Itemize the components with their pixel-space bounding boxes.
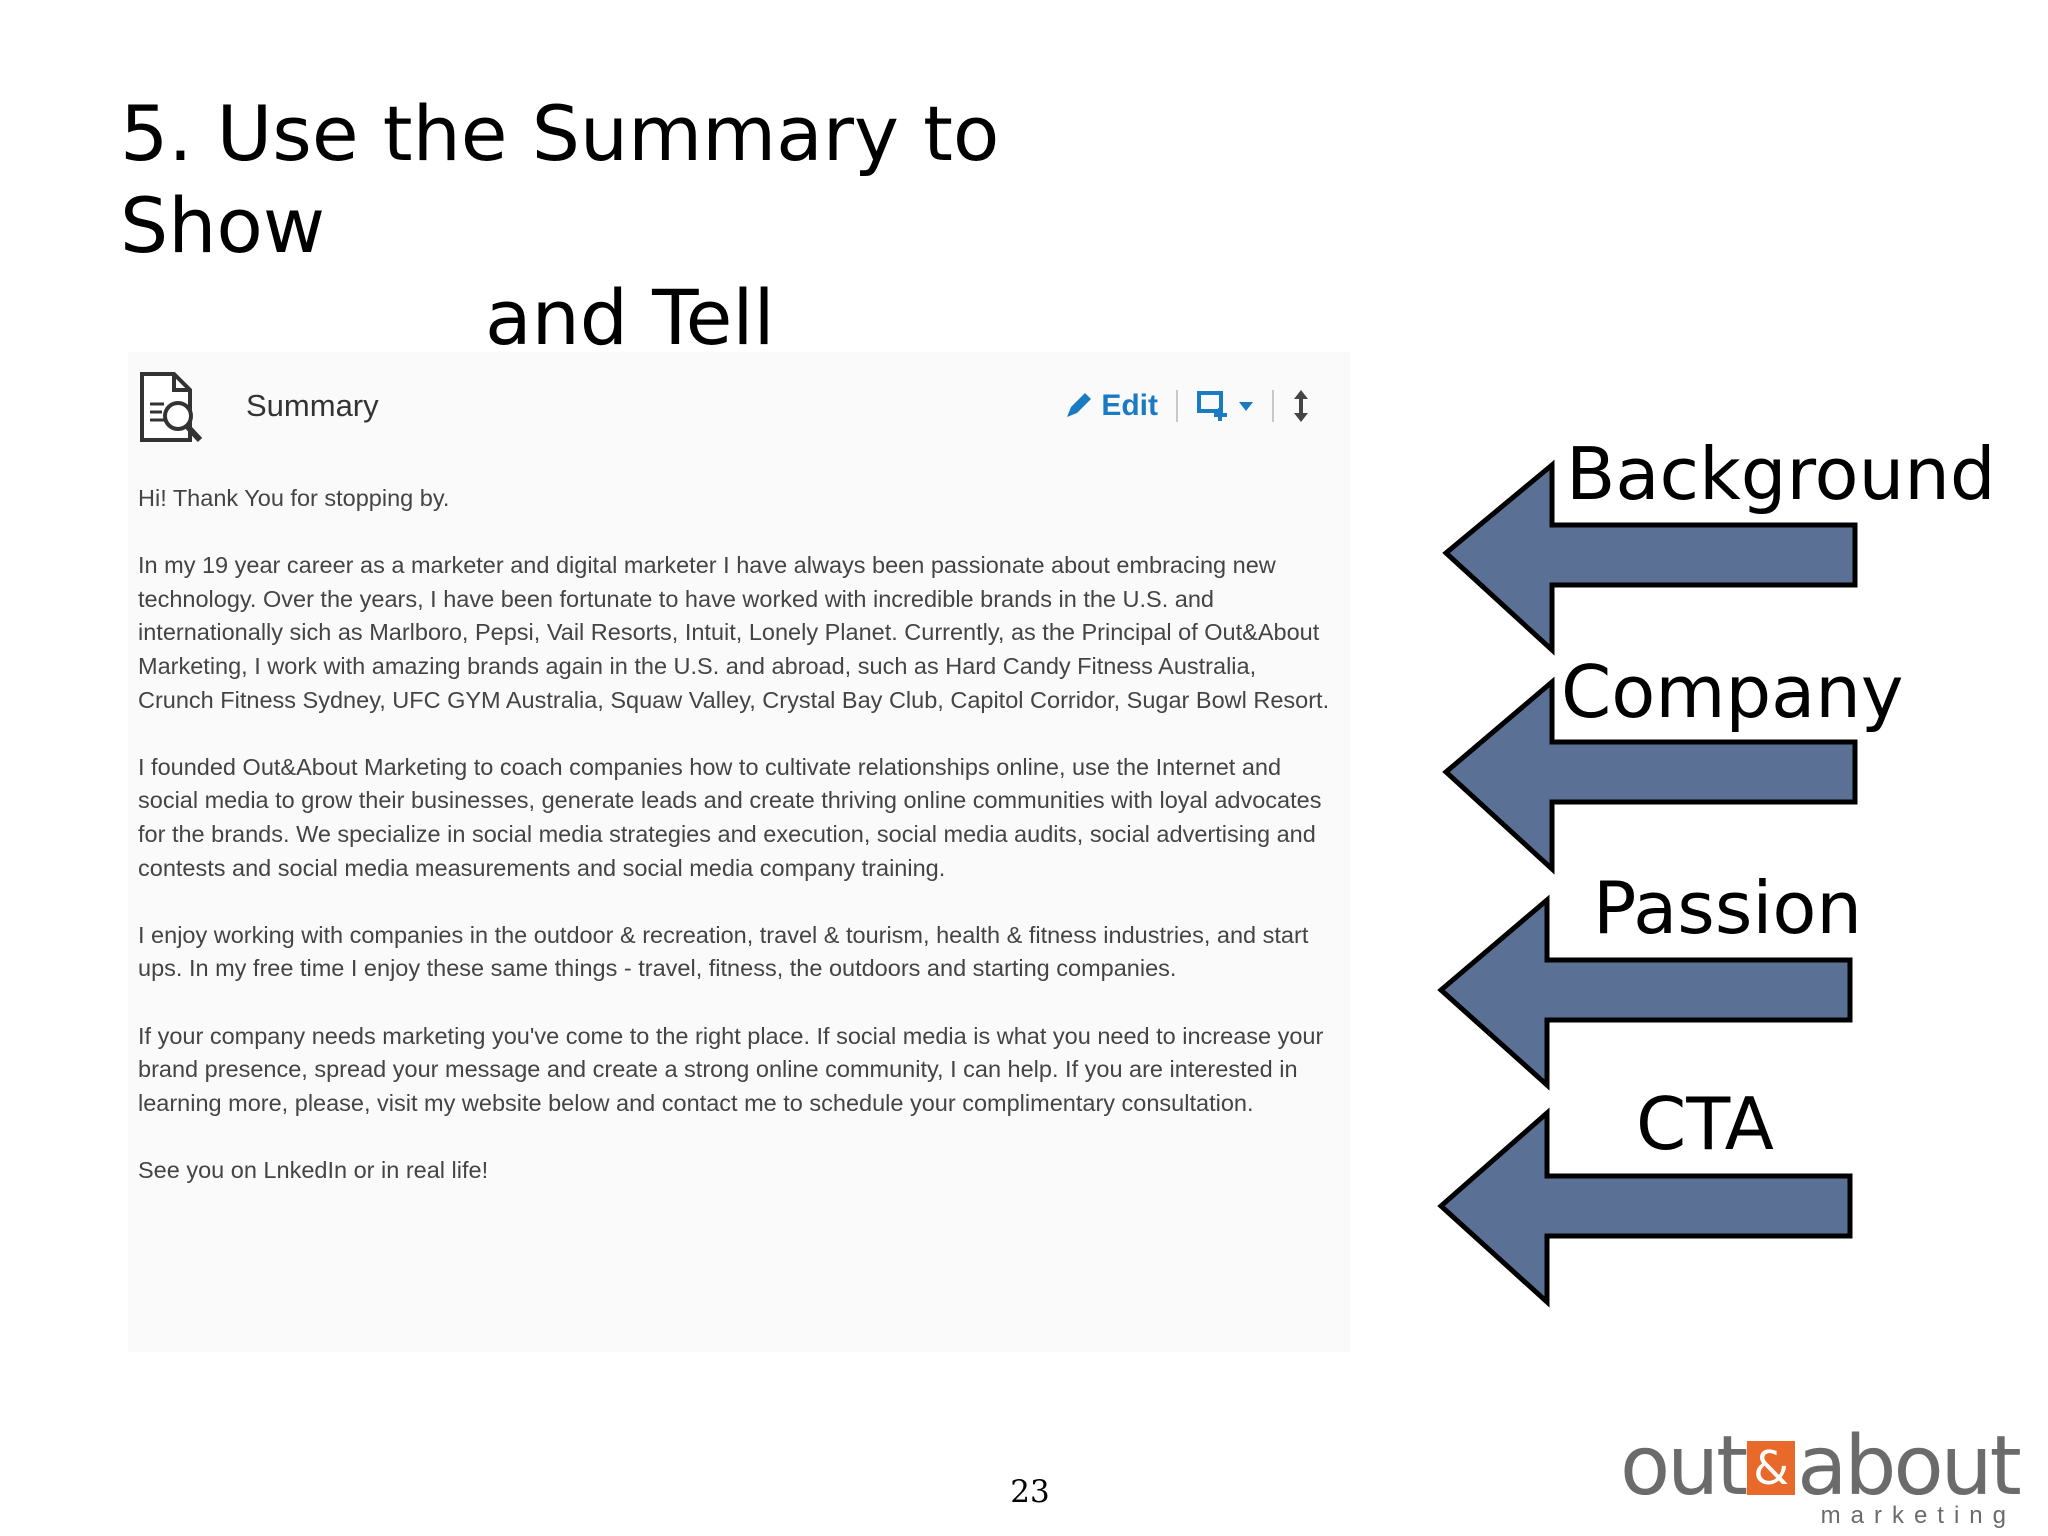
toolbar-divider — [1176, 390, 1178, 422]
summary-heading: Summary — [246, 388, 379, 423]
document-search-icon — [140, 372, 203, 443]
summary-paragraph: I enjoy working with companies in the ou… — [138, 921, 1309, 982]
page-number: 23 — [1010, 1474, 1050, 1510]
caret-down-icon[interactable] — [1238, 400, 1254, 412]
reorder-icon[interactable] — [1292, 389, 1310, 423]
summary-paragraph: See you on LnkedIn or in real life! — [138, 1156, 489, 1183]
out-and-about-logo: out&about marketing — [1620, 1419, 2022, 1532]
arrow-label-passion: Passion — [1593, 866, 1863, 950]
toolbar-divider — [1272, 390, 1274, 422]
logo-wordmark: out&about — [1620, 1419, 2022, 1514]
logo-about: about — [1797, 1419, 2022, 1514]
summary-paragraph: If your company needs marketing you've c… — [138, 1022, 1324, 1116]
arrow-label-cta: CTA — [1636, 1082, 1774, 1166]
logo-out: out — [1620, 1419, 1748, 1514]
arrow-label-background: Background — [1566, 432, 1996, 516]
summary-paragraph: In my 19 year career as a marketer and d… — [138, 552, 1330, 713]
summary-paragraph: I founded Out&About Marketing to coach c… — [138, 753, 1322, 881]
edit-toolbar: Edit — [1063, 384, 1310, 428]
logo-ampersand: & — [1747, 1441, 1796, 1495]
add-media-icon[interactable] — [1196, 390, 1230, 422]
slide-title: 5. Use the Summary to Show and Tell — [120, 88, 1120, 364]
arrow-label-company: Company — [1561, 650, 1904, 734]
edit-link[interactable]: Edit — [1101, 389, 1158, 422]
slide-title-line-2: and Tell — [485, 273, 775, 362]
summary-body: Hi! Thank You for stopping by. In my 19 … — [138, 482, 1338, 1221]
summary-paragraph: Hi! Thank You for stopping by. — [138, 485, 450, 511]
summary-header: Summary Edit — [138, 362, 1338, 443]
logo-subtitle: marketing — [1820, 1502, 2016, 1529]
linkedin-summary-screenshot: Summary Edit Hi! Thank You for stopping … — [128, 352, 1350, 1352]
pencil-icon[interactable] — [1063, 391, 1093, 421]
slide-title-line-1: 5. Use the Summary to Show — [120, 89, 1000, 270]
